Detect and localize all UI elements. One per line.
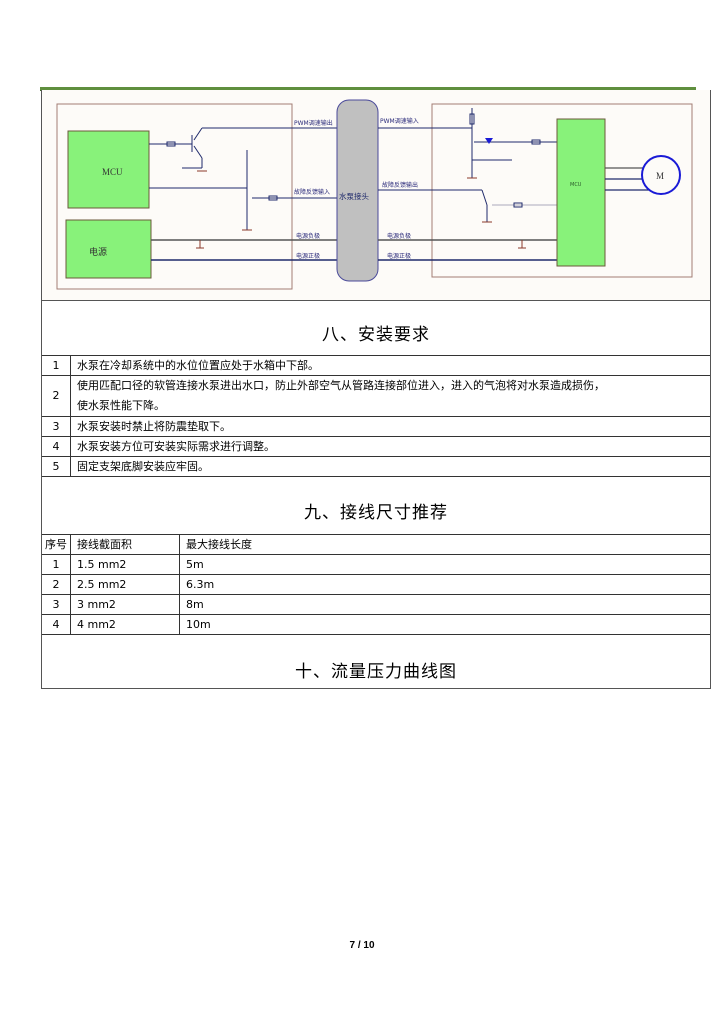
row-text-line1: 使用匹配口径的软管连接水泵进出水口，防止外部空气从管路连接部位进入，进入的气泡将…: [77, 379, 605, 392]
row-text-line2: 使水泵性能下降。: [77, 399, 165, 412]
spec-table-frame: MCU 电源 PWM调速输出 故障反馈输入: [41, 90, 711, 689]
header-cross-section: 接线截面积: [70, 534, 180, 555]
row-num: 5: [42, 456, 71, 477]
cell-max-length: 6.3m: [179, 574, 710, 595]
cell-index: 3: [42, 594, 71, 615]
table-row: 4 4 mm2 10m: [42, 614, 710, 635]
section10-title: 十、流量压力曲线图: [295, 662, 457, 682]
section8-title: 八、安装要求: [322, 325, 430, 345]
table-header-row: 序号 接线截面积 最大接线长度: [42, 534, 710, 555]
motor-icon: [641, 155, 681, 195]
power-block: [65, 219, 152, 279]
mcu-block-right: [556, 118, 606, 267]
pump-connector: [336, 99, 379, 282]
section9-title: 九、接线尺寸推荐: [304, 503, 448, 523]
label-fault-in: 故障反馈输入: [294, 188, 330, 196]
table-row: 5 固定支架底脚安装应牢固。: [42, 456, 710, 477]
row-num: 3: [42, 416, 71, 437]
row-text: 水泵安装时禁止将防震垫取下。: [70, 416, 710, 437]
cell-cross-section: 3 mm2: [70, 594, 180, 615]
mcu-block-left: [67, 130, 150, 209]
cell-index: 4: [42, 614, 71, 635]
row-num: 4: [42, 436, 71, 457]
cell-cross-section: 2.5 mm2: [70, 574, 180, 595]
label-power-neg-left: 电源负极: [296, 232, 320, 240]
mcu-label-right: MCU: [570, 182, 582, 188]
table-row: 1 水泵在冷却系统中的水位位置应处于水箱中下部。: [42, 355, 710, 376]
label-power-pos-left: 电源正极: [296, 252, 320, 260]
row-text: 固定支架底脚安装应牢固。: [70, 456, 710, 477]
cell-index: 1: [42, 554, 71, 575]
row-text: 水泵在冷却系统中的水位位置应处于水箱中下部。: [70, 355, 710, 376]
page-number: 7 / 10: [349, 940, 375, 951]
label-power-neg-right: 电源负极: [387, 232, 411, 240]
row-text: 水泵安装方位可安装实际需求进行调整。: [70, 436, 710, 457]
header-max-length: 最大接线长度: [179, 534, 710, 555]
pump-connector-label: 水泵接头: [339, 191, 369, 201]
wiring-diagram: MCU 电源 PWM调速输出 故障反馈输入: [42, 90, 710, 301]
table-row: 3 3 mm2 8m: [42, 594, 710, 615]
label-fault-out: 故障反馈输出: [382, 181, 418, 189]
table-row: 2 使用匹配口径的软管连接水泵进出水口，防止外部空气从管路连接部位进入，进入的气…: [42, 375, 710, 417]
cell-cross-section: 1.5 mm2: [70, 554, 180, 575]
row-num: 1: [42, 355, 71, 376]
install-requirements-table: 1 水泵在冷却系统中的水位位置应处于水箱中下部。 2 使用匹配口径的软管连接水泵…: [42, 355, 710, 477]
cell-max-length: 8m: [179, 594, 710, 615]
circuit-diagram-graphic: MCU 电源 PWM调速输出 故障反馈输入: [56, 99, 693, 290]
mcu-label-left: MCU: [102, 167, 123, 177]
cell-index: 2: [42, 574, 71, 595]
power-label: 电源: [89, 246, 107, 258]
cell-max-length: 5m: [179, 554, 710, 575]
table-row: 4 水泵安装方位可安装实际需求进行调整。: [42, 436, 710, 457]
table-row: 2 2.5 mm2 6.3m: [42, 574, 710, 595]
wire-size-table: 序号 接线截面积 最大接线长度 1 1.5 mm2 5m 2 2.5 mm2 6…: [42, 534, 710, 635]
motor-label: M: [656, 171, 664, 181]
cell-max-length: 10m: [179, 614, 710, 635]
table-row: 1 1.5 mm2 5m: [42, 554, 710, 575]
header-index: 序号: [42, 534, 71, 555]
table-row: 3 水泵安装时禁止将防震垫取下。: [42, 416, 710, 437]
row-text: 使用匹配口径的软管连接水泵进出水口，防止外部空气从管路连接部位进入，进入的气泡将…: [70, 375, 710, 417]
row-num: 2: [42, 375, 71, 417]
label-power-pos-right: 电源正极: [387, 252, 411, 260]
label-pwm-in: PWM调速输入: [380, 117, 419, 125]
cell-cross-section: 4 mm2: [70, 614, 180, 635]
label-pwm-out: PWM调速输出: [294, 119, 333, 127]
